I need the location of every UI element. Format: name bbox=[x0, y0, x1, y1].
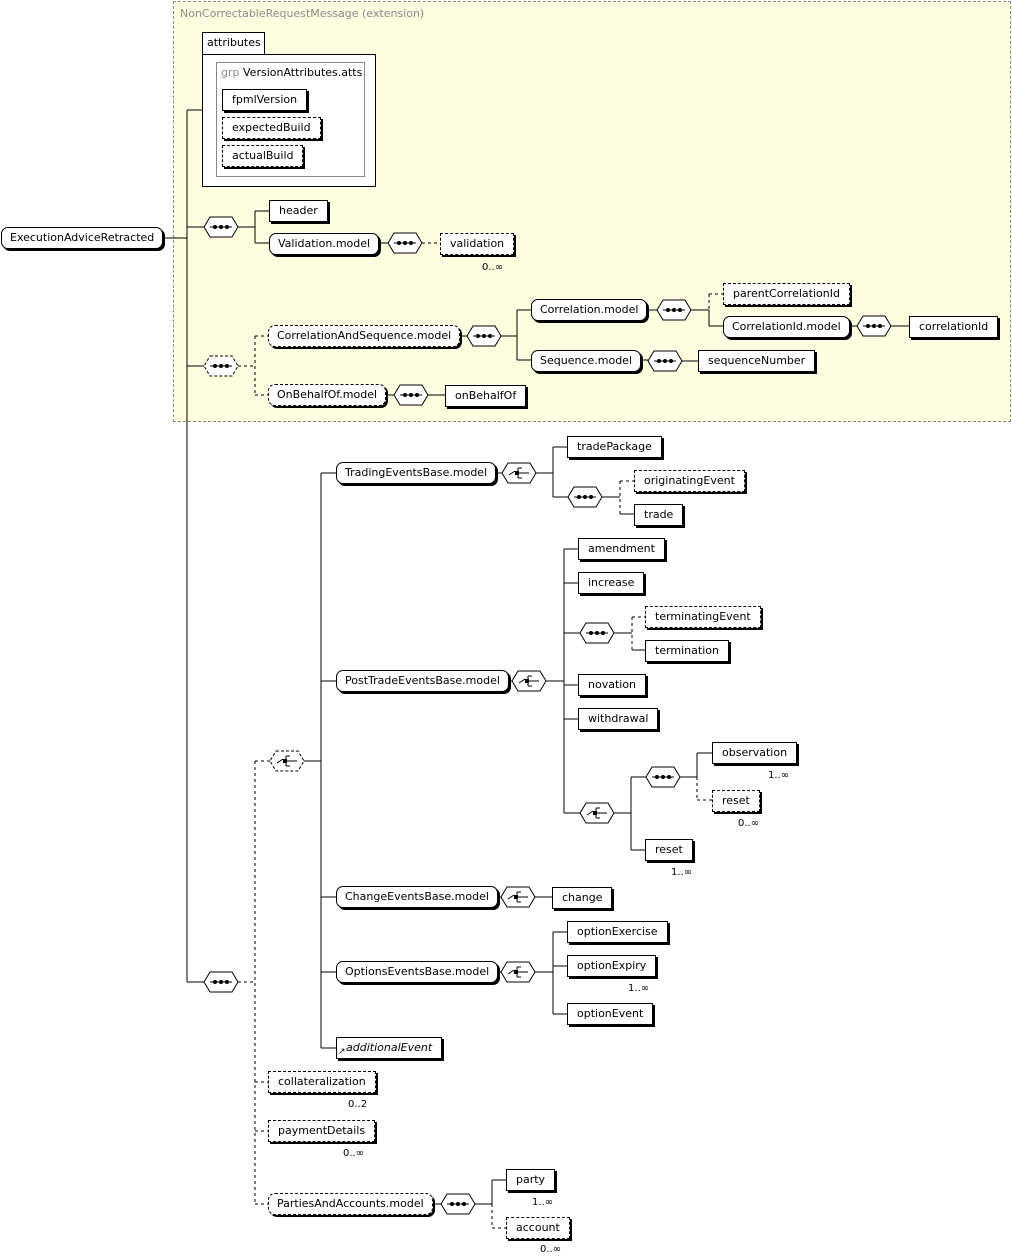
group-correlation-model[interactable]: Correlation.model bbox=[531, 299, 648, 321]
additional-event-label: additionalEvent bbox=[346, 1041, 433, 1054]
group-correlation-and-sequence-model[interactable]: CorrelationAndSequence.model bbox=[268, 325, 461, 347]
attribute-group-name: VersionAttributes.atts bbox=[243, 66, 363, 79]
element-originating-event[interactable]: originatingEvent bbox=[634, 470, 745, 492]
sequence-compositor-icon bbox=[856, 315, 892, 337]
choice-compositor-icon bbox=[500, 961, 536, 983]
cardinality-label: 1..∞ bbox=[532, 1197, 554, 1208]
element-account[interactable]: account bbox=[506, 1217, 573, 1242]
choice-compositor-icon bbox=[501, 462, 537, 484]
attribute-group-keyword: grp bbox=[221, 66, 240, 79]
element-increase[interactable]: increase bbox=[578, 572, 645, 594]
element-payment-details[interactable]: paymentDetails bbox=[268, 1120, 379, 1145]
group-correlation-id-model[interactable]: CorrelationId.model bbox=[723, 316, 850, 338]
cardinality-label: 0..∞ bbox=[738, 818, 760, 829]
element-parent-correlation-id[interactable]: parentCorrelationId bbox=[723, 283, 850, 305]
extension-label: NonCorrectableRequestMessage (extension) bbox=[180, 7, 425, 20]
element-option-exercise[interactable]: optionExercise bbox=[567, 921, 668, 943]
reference-arrow-icon: ↗ bbox=[338, 1047, 346, 1057]
cardinality-label: 0..2 bbox=[348, 1099, 368, 1110]
cardinality-label: 1..∞ bbox=[768, 770, 790, 781]
sequence-compositor-icon bbox=[203, 216, 239, 238]
sequence-compositor-icon bbox=[656, 299, 692, 321]
group-parties-and-accounts-model[interactable]: PartiesAndAccounts.model bbox=[268, 1193, 433, 1215]
cardinality-label: 1..∞ bbox=[671, 867, 693, 878]
group-on-behalf-of-model[interactable]: OnBehalfOf.model bbox=[268, 384, 387, 406]
element-reset-optional[interactable]: reset bbox=[712, 790, 763, 815]
element-withdrawal[interactable]: withdrawal bbox=[578, 708, 659, 730]
cardinality-label: 0..∞ bbox=[482, 262, 504, 273]
attribute-group-label: grp VersionAttributes.atts bbox=[221, 66, 362, 79]
element-trade[interactable]: trade bbox=[634, 504, 684, 526]
group-trading-events-base-model[interactable]: TradingEventsBase.model bbox=[336, 462, 497, 484]
group-change-events-base-model[interactable]: ChangeEventsBase.model bbox=[336, 886, 498, 908]
group-validation-model[interactable]: Validation.model bbox=[269, 233, 380, 255]
sequence-compositor-icon bbox=[440, 1193, 476, 1215]
attribute-actual-build[interactable]: actualBuild bbox=[222, 145, 304, 167]
element-sequence-number[interactable]: sequenceNumber bbox=[698, 350, 816, 372]
element-termination[interactable]: termination bbox=[645, 640, 729, 662]
element-correlation-id[interactable]: correlationId bbox=[909, 316, 999, 338]
cardinality-label: 0..∞ bbox=[540, 1244, 562, 1255]
element-reset[interactable]: reset bbox=[645, 839, 696, 864]
cardinality-label: 0..∞ bbox=[343, 1148, 365, 1159]
element-trade-package[interactable]: tradePackage bbox=[567, 436, 662, 458]
element-collateralization[interactable]: collateralization bbox=[268, 1071, 379, 1096]
element-header[interactable]: header bbox=[269, 200, 328, 222]
sequence-compositor-icon bbox=[203, 355, 239, 377]
element-option-event[interactable]: optionEvent bbox=[567, 1003, 654, 1025]
element-additional-event[interactable]: ↗ additionalEvent bbox=[336, 1037, 443, 1059]
root-element[interactable]: ExecutionAdviceRetracted bbox=[1, 227, 164, 249]
sequence-compositor-icon bbox=[393, 384, 429, 406]
sequence-compositor-icon bbox=[466, 325, 502, 347]
sequence-compositor-icon bbox=[645, 766, 681, 788]
element-novation[interactable]: novation bbox=[578, 674, 647, 696]
sequence-compositor-icon bbox=[203, 971, 239, 993]
sequence-compositor-icon bbox=[387, 232, 423, 254]
sequence-compositor-icon bbox=[579, 622, 615, 644]
element-option-expiry[interactable]: optionExpiry bbox=[567, 955, 660, 980]
element-observation[interactable]: observation bbox=[712, 742, 801, 767]
element-change[interactable]: change bbox=[552, 887, 613, 909]
element-party[interactable]: party bbox=[506, 1169, 559, 1194]
attribute-fpml-version[interactable]: fpmlVersion bbox=[222, 89, 308, 111]
sequence-compositor-icon bbox=[567, 486, 603, 508]
cardinality-label: 1..∞ bbox=[628, 983, 650, 994]
choice-compositor-icon bbox=[511, 670, 547, 692]
element-validation[interactable]: validation bbox=[440, 233, 518, 258]
group-options-events-base-model[interactable]: OptionsEventsBase.model bbox=[336, 961, 499, 983]
element-terminating-event[interactable]: terminatingEvent bbox=[645, 606, 761, 628]
element-amendment[interactable]: amendment bbox=[578, 538, 665, 560]
group-sequence-model[interactable]: Sequence.model bbox=[531, 350, 642, 372]
group-post-trade-events-base-model[interactable]: PostTradeEventsBase.model bbox=[336, 670, 509, 692]
choice-compositor-icon bbox=[269, 750, 305, 772]
element-on-behalf-of[interactable]: onBehalfOf bbox=[445, 385, 527, 407]
sequence-compositor-icon bbox=[647, 350, 683, 372]
attribute-expected-build[interactable]: expectedBuild bbox=[222, 117, 321, 139]
choice-compositor-icon bbox=[579, 802, 615, 824]
attributes-tab[interactable]: attributes bbox=[202, 32, 265, 54]
choice-compositor-icon bbox=[500, 886, 536, 908]
